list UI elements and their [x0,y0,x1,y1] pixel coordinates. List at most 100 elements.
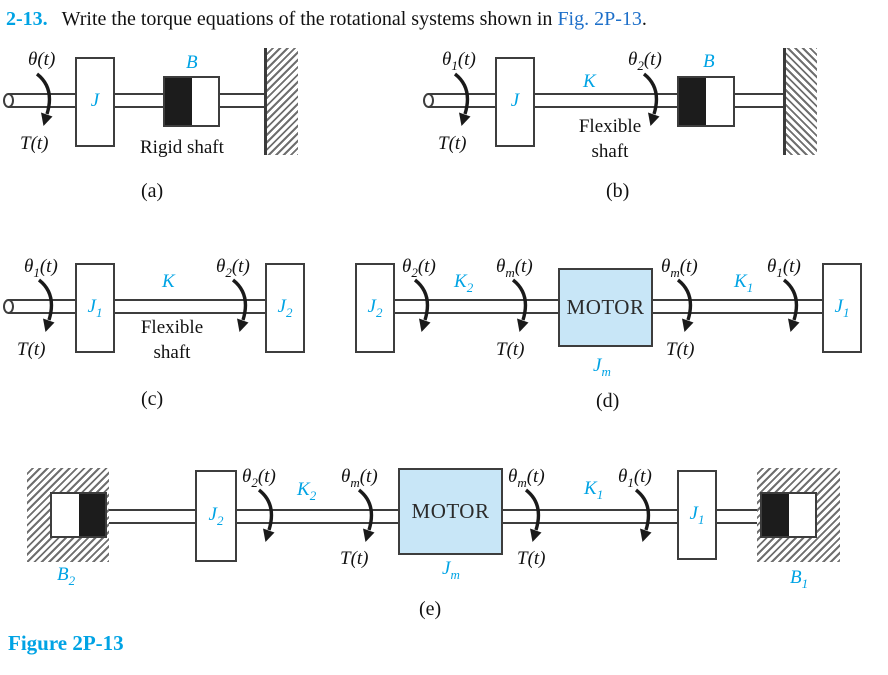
c-shaft-type-line2: shaft [153,342,191,363]
wall-hatch [264,48,298,155]
b-B-label: B [703,51,715,72]
rotation-arrow-icon [37,278,55,332]
b-J-label: J [510,90,520,112]
e-torque-right-label: T(t) [517,548,546,569]
rotation-arrow-icon [524,488,542,542]
d-J2-label: J2 [367,296,383,320]
inertia-block-J2: J2 [265,263,305,353]
a-B-label: B [186,52,198,73]
c-caption: (c) [141,388,164,410]
d-caption: (d) [596,390,620,412]
b-shaft-type-line2: shaft [591,141,629,162]
b-theta1-label: θ1(t) [442,49,476,73]
e-Jm-label: Jm [442,558,460,582]
e-theta1-label: θ1(t) [618,466,652,490]
problem-number: 2-13. [6,8,48,30]
e-caption: (e) [419,598,442,620]
b-K-label: K [583,71,596,92]
e-torque-left-label: T(t) [340,548,369,569]
wall-damper-assembly-B1 [757,468,840,562]
d-torque-right-label: T(t) [666,339,695,360]
d-J1-label: J1 [834,296,850,320]
b-torque-label: T(t) [438,133,467,154]
c-torque-label: T(t) [17,339,46,360]
a-shaft-type-label: Rigid shaft [140,137,224,158]
shaft-end-cap [3,299,14,314]
inertia-block-J2: J2 [195,470,237,562]
rotation-arrow-icon [782,278,800,332]
e-theta-m-right-label: θm(t) [508,466,545,490]
damper-B2 [50,492,107,538]
inertia-block-J: J [495,57,535,147]
diagram-c: J1 J2 θ1(t) T(t) K Flexible shaft θ2(t) … [0,255,320,415]
d-theta-m-left-label: θm(t) [496,256,533,280]
rotation-arrow-icon [231,278,249,332]
figure-reference-link[interactable]: Fig. 2P-13 [557,8,642,30]
e-K1-label: K1 [584,478,604,502]
c-theta1-label: θ1(t) [24,256,58,280]
rotation-arrow-icon [511,278,529,332]
sentence-period: . [641,8,647,30]
inertia-block-J: J [75,57,115,147]
e-theta-m-left-label: θm(t) [341,466,378,490]
a-J-label: J [90,90,100,112]
rotation-arrow-icon [257,488,275,542]
diagram-a: J θ(t) T(t) B Rigid shaft (a) [0,45,310,210]
b-caption: (b) [606,180,630,202]
d-theta2-label: θ2(t) [402,256,436,280]
d-torque-left-label: T(t) [496,339,525,360]
inertia-block-J1: J1 [677,470,717,560]
rotation-arrow-icon [413,278,431,332]
c-J2-label: J2 [277,296,293,320]
problem-statement: 2-13. Write the torque equations of the r… [6,8,647,31]
d-theta1-label: θ1(t) [767,256,801,280]
e-B2-label: B2 [57,564,76,588]
damper-B [677,76,735,127]
rotation-arrow-icon [642,72,660,126]
inertia-block-J1: J1 [75,263,115,353]
e-theta2-label: θ2(t) [242,466,276,490]
b-shaft-type-line1: Flexible [578,116,642,137]
damper-white-half [788,494,815,536]
inertia-block-J2: J2 [355,263,395,353]
damper-black-half [679,78,706,125]
shaft [8,299,270,314]
rotation-arrow-icon [634,488,652,542]
e-J1-label: J1 [689,503,705,527]
figure-caption: Figure 2P-13 [8,631,124,655]
diagram-e: B2 J2 θ2(t) K2 θm(t) T(t) MOTOR Jm θm(t)… [25,465,850,625]
d-motor-label: MOTOR [566,295,645,319]
damper-B1 [760,492,817,538]
e-J2-label: J2 [208,504,224,528]
b-theta2-label: θ2(t) [628,49,662,73]
motor-block: MOTOR [558,268,653,347]
e-B1-label: B1 [790,567,809,591]
c-J1-label: J1 [87,296,103,320]
d-theta-m-right-label: θm(t) [661,256,698,280]
c-K-label: K [162,271,175,292]
a-caption: (a) [141,180,164,202]
rotation-arrow-icon [453,72,471,126]
c-shaft-type-label: Flexible shaft [112,315,232,365]
damper-white-half [52,494,79,536]
b-shaft-type-label: Flexible shaft [550,114,670,164]
shaft-end-cap [423,93,434,108]
problem-text: Write the torque equations of the rotati… [61,8,558,30]
diagram-b: J θ1(t) T(t) K Flexible shaft θ2(t) B (b… [420,45,840,210]
c-theta2-label: θ2(t) [216,256,250,280]
damper-black-half [78,494,105,536]
damper-B [163,76,220,127]
damper-black-half [165,78,192,125]
wall-damper-assembly-B2 [27,468,109,562]
c-shaft-type-line1: Flexible [140,317,204,338]
inertia-block-J1: J1 [822,263,862,353]
d-Jm-label: Jm [593,355,611,379]
shaft-end-cap [3,93,14,108]
wall-hatch [783,48,817,155]
damper-white-half [706,78,733,125]
d-K1-label: K1 [734,271,754,295]
damper-black-half [762,494,789,536]
a-theta-label: θ(t) [28,49,56,70]
a-torque-label: T(t) [20,133,49,154]
